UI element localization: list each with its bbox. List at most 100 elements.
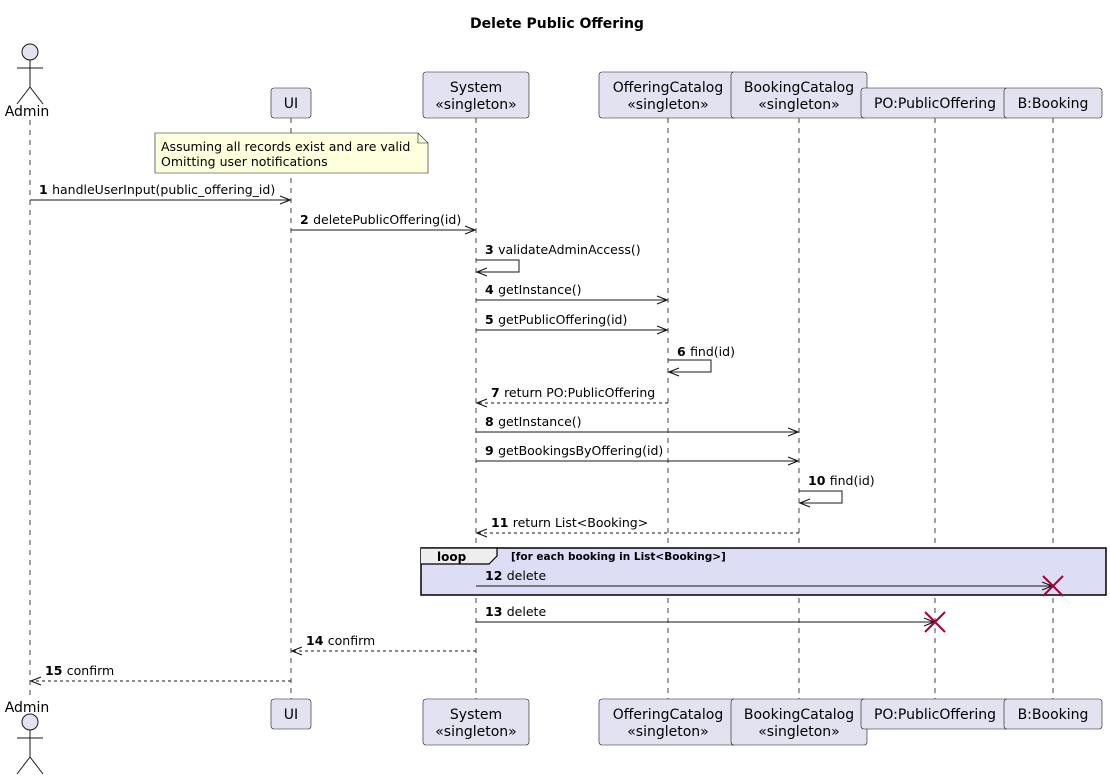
actor-label: Admin (5, 104, 50, 120)
participant-label: System (450, 80, 502, 96)
participant-stereotype: «singleton» (627, 97, 709, 113)
participant-offering_catalog-bottom: OfferingCatalog«singleton» (598, 698, 738, 746)
participant-label: B:Booking (1018, 707, 1089, 723)
arrow-head (656, 325, 669, 335)
participant-booking_catalog-top: BookingCatalog«singleton» (730, 71, 868, 119)
message-13: 13 delete (476, 604, 946, 633)
message-label: 11 return List<Booking> (491, 515, 648, 530)
message-label: 6 find(id) (677, 344, 735, 359)
note-box (154, 132, 429, 174)
arrow-head (279, 195, 292, 205)
participant-label: PO:PublicOffering (874, 96, 996, 112)
participant-ui-bottom: UI (270, 698, 312, 730)
message-label: 12 delete (485, 568, 546, 583)
actor-head (21, 43, 39, 61)
message-8: 8 getInstance() (476, 414, 800, 437)
message-label: 14 confirm (306, 633, 375, 648)
actor-admin-top: Admin (5, 43, 50, 120)
participant-label: OfferingCatalog (613, 707, 723, 723)
participant-box (1003, 87, 1103, 119)
message-label: 10 find(id) (808, 473, 875, 488)
message-line (668, 359, 712, 373)
participant-offering_catalog-top: OfferingCatalog«singleton» (598, 71, 738, 119)
participant-b-top: B:Booking (1003, 87, 1103, 119)
participant-po-bottom: PO:PublicOffering (860, 698, 1010, 730)
loop-tab (421, 547, 498, 565)
message-label: 15 confirm (45, 663, 114, 678)
lifelines (29, 118, 1054, 700)
message-5: 5 getPublicOffering(id) (476, 312, 669, 335)
destroy-mark (1042, 575, 1064, 597)
message-1: 1 handleUserInput(public_offering_id) (30, 182, 292, 205)
message-label: 2 deletePublicOffering(id) (300, 212, 461, 227)
participant-label: UI (284, 96, 298, 112)
destroy-mark (924, 611, 946, 633)
participant-stereotype: «singleton» (758, 724, 840, 740)
message-4: 4 getInstance() (476, 282, 669, 305)
message-label: 8 getInstance() (485, 414, 582, 429)
participant-ui-top: UI (270, 87, 312, 119)
participant-stereotype: «singleton» (758, 97, 840, 113)
participant-stereotype: «singleton» (627, 724, 709, 740)
note: Assuming all records exist and are valid… (154, 132, 429, 174)
arrow-head (656, 295, 669, 305)
participant-box (422, 698, 530, 746)
message-7: 7 return PO:PublicOffering (475, 385, 668, 408)
participant-booking_catalog-bottom: BookingCatalog«singleton» (730, 698, 868, 746)
message-label: 3 validateAdminAccess() (485, 242, 641, 257)
participant-stereotype: «singleton» (435, 724, 517, 740)
participant-box (1003, 698, 1103, 730)
message-line (799, 490, 843, 504)
arrow-head (290, 646, 303, 656)
message-3: 3 validateAdminAccess() (475, 242, 641, 277)
participant-box (422, 71, 530, 119)
participant-label: BookingCatalog (744, 707, 854, 723)
message-15: 15 confirm (29, 663, 291, 686)
message-label: 4 getInstance() (485, 282, 582, 297)
loop-frame-box (420, 547, 1107, 596)
message-label: 9 getBookingsByOffering(id) (485, 443, 663, 458)
note-fold (417, 133, 428, 144)
message-9: 9 getBookingsByOffering(id) (476, 443, 800, 466)
participant-label: OfferingCatalog (613, 80, 723, 96)
arrow-head (475, 267, 488, 277)
participant-label: B:Booking (1018, 96, 1089, 112)
arrow-head (29, 676, 42, 686)
loop-guard: [for each booking in List<Booking>] (511, 551, 726, 563)
arrow-head (464, 225, 477, 235)
participant-system-bottom: System«singleton» (422, 698, 530, 746)
actor-label: Admin (5, 700, 50, 716)
message-12: 12 delete (476, 568, 1064, 597)
arrow-head (787, 427, 800, 437)
arrow-head (475, 528, 488, 538)
messages: 1 handleUserInput(public_offering_id) 2 d… (29, 182, 1064, 686)
message-label: 7 return PO:PublicOffering (491, 385, 655, 400)
arrow-head (787, 456, 800, 466)
arrow-head (475, 398, 488, 408)
participant-label: BookingCatalog (744, 80, 854, 96)
participant-b-bottom: B:Booking (1003, 698, 1103, 730)
arrow-head (667, 367, 680, 377)
message-label: 13 delete (485, 604, 546, 619)
loop-keyword: loop (437, 550, 467, 564)
note-line: Assuming all records exist and are valid (161, 139, 410, 154)
participant-system-top: System«singleton» (422, 71, 530, 119)
actor-leg-right (29, 756, 44, 775)
message-6: 6 find(id) (667, 344, 735, 377)
participant-box (270, 698, 312, 730)
arrow-head (798, 498, 811, 508)
loop-frame: loop [for each booking in List<Booking>] (420, 547, 1107, 596)
participant-label: UI (284, 707, 298, 723)
note-line: Omitting user notifications (161, 154, 328, 169)
message-10: 10 find(id) (798, 473, 875, 508)
actor-leg-left (16, 86, 31, 105)
actor-head (21, 713, 39, 731)
participant-stereotype: «singleton» (435, 97, 517, 113)
participants: AdminAdminUIUISystem«singleton»System«si… (5, 43, 1103, 775)
message-2: 2 deletePublicOffering(id) (291, 212, 477, 235)
participant-label: System (450, 707, 502, 723)
message-label: 1 handleUserInput(public_offering_id) (39, 182, 275, 197)
message-14: 14 confirm (290, 633, 476, 656)
participant-po-top: PO:PublicOffering (860, 87, 1010, 119)
